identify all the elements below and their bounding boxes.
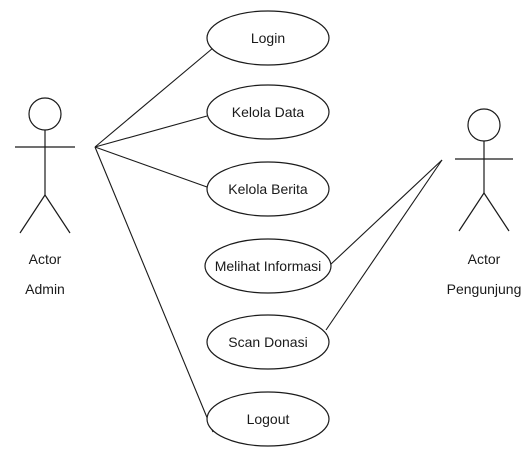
assoc-pengunjung-melihat-informasi <box>329 159 443 266</box>
admin-associations <box>94 47 214 433</box>
usecase-kelola-berita-label: Kelola Berita <box>228 181 308 197</box>
usecase-kelola-data-label: Kelola Data <box>232 104 305 120</box>
usecase-kelola-data: Kelola Data <box>206 84 330 140</box>
usecase-melihat-informasi: Melihat Informasi <box>204 238 332 294</box>
assoc-pengunjung-scan-donasi <box>325 159 443 331</box>
assoc-admin-kelola-berita <box>94 146 208 188</box>
usecase-scan-donasi: Scan Donasi <box>206 314 330 370</box>
usecase-logout: Logout <box>206 391 330 447</box>
usecase-kelola-berita: Kelola Berita <box>206 161 330 217</box>
usecase-scan-donasi-label: Scan Donasi <box>228 334 307 350</box>
usecase-login-label: Login <box>251 30 285 46</box>
assoc-admin-logout <box>94 146 214 433</box>
usecase-login: Login <box>206 10 330 66</box>
actor-pengunjung-icon <box>455 108 513 232</box>
usecase-melihat-informasi-label: Melihat Informasi <box>215 258 322 274</box>
actor-admin-label-line2: Admin <box>25 281 65 297</box>
actor-admin-label-line1: Actor <box>29 251 62 267</box>
assoc-admin-kelola-data <box>94 115 208 148</box>
usecase-logout-label: Logout <box>247 411 290 427</box>
pengunjung-associations <box>325 159 443 331</box>
actor-admin-icon <box>15 97 75 234</box>
actor-pengunjung-label-line1: Actor <box>468 251 501 267</box>
actor-pengunjung-label-line2: Pengunjung <box>447 281 522 297</box>
assoc-admin-login <box>94 47 214 148</box>
